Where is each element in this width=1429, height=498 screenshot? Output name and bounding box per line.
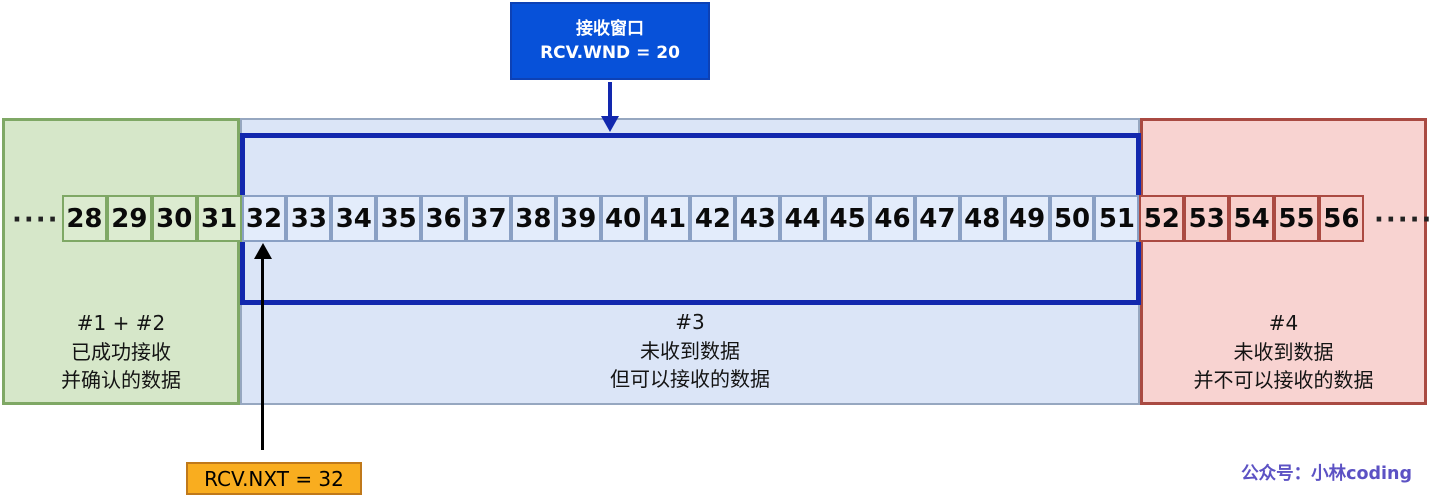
sequence-box-54: 54 [1229, 195, 1275, 242]
sequence-box-35: 35 [376, 195, 422, 242]
rcv-nxt-arrow-up-icon [261, 257, 264, 450]
sequence-box-55: 55 [1274, 195, 1319, 242]
sequence-box-40: 40 [600, 195, 646, 242]
sequence-box-41: 41 [645, 195, 691, 242]
region-receivable-label: #3 未收到数据 但可以接收的数据 [242, 308, 1138, 394]
sequence-box-29: 29 [106, 195, 152, 242]
sequence-box-51: 51 [1094, 195, 1140, 242]
sequence-box-50: 50 [1049, 195, 1095, 242]
sequence-box-39: 39 [555, 195, 601, 242]
region-label-line: 已成功接收 [71, 339, 171, 364]
sequence-box-43: 43 [735, 195, 781, 242]
sequence-box-48: 48 [959, 195, 1005, 242]
region-received-acked-label: #1 + #2 已成功接收 并确认的数据 [5, 309, 237, 395]
region-label-line: 但可以接收的数据 [610, 367, 770, 391]
sequence-box-52: 52 [1139, 195, 1185, 242]
region-label-line: 未收到数据 [640, 338, 740, 363]
sequence-box-56: 56 [1318, 195, 1364, 242]
sequence-box-32: 32 [241, 195, 287, 242]
sequence-box-42: 42 [690, 195, 736, 242]
window-arrow-down-head-icon [601, 116, 619, 132]
sequence-box-30: 30 [151, 195, 197, 242]
region-receivable: #3 未收到数据 但可以接收的数据 [240, 118, 1140, 405]
region-not-receivable: #4 未收到数据 并不可以接收的数据 [1140, 118, 1427, 405]
sequence-box-46: 46 [870, 195, 915, 242]
ellipsis-left: ····· [12, 205, 72, 235]
sequence-box-44: 44 [780, 195, 826, 242]
watermark: 公众号：小林coding [1241, 464, 1412, 484]
sequence-box-45: 45 [825, 195, 871, 242]
receive-window-title: 接收窗口 [576, 19, 644, 39]
region-label-line: 并不可以接收的数据 [1193, 368, 1374, 392]
sequence-box-53: 53 [1184, 195, 1230, 242]
region-label-line: #1 + #2 [76, 311, 166, 335]
sequence-box-36: 36 [421, 195, 467, 242]
receive-window-callout: 接收窗口 RCV.WND = 20 [510, 2, 710, 80]
region-received-acked: #1 + #2 已成功接收 并确认的数据 [2, 118, 240, 405]
sequence-box-34: 34 [331, 195, 377, 242]
receive-window-value: RCV.WND = 20 [540, 43, 680, 63]
rcv-nxt-label: RCV.NXT = 32 [186, 462, 362, 495]
region-label-line: 并确认的数据 [61, 368, 181, 392]
sequence-box-37: 37 [466, 195, 511, 242]
rcv-nxt-arrow-up-head-icon [254, 243, 272, 259]
sequence-box-28: 28 [62, 195, 107, 242]
sequence-box-33: 33 [286, 195, 332, 242]
region-label-line: #4 [1268, 311, 1299, 335]
window-arrow-down-icon [608, 82, 612, 118]
sequence-box-49: 49 [1004, 195, 1050, 242]
sequence-box-31: 31 [196, 195, 242, 242]
sequence-box-38: 38 [510, 195, 556, 242]
sequence-box-47: 47 [914, 195, 960, 242]
region-not-receivable-label: #4 未收到数据 并不可以接收的数据 [1143, 309, 1424, 395]
region-label-line: #3 [675, 310, 705, 334]
region-label-line: 未收到数据 [1233, 339, 1334, 364]
ellipsis-right: ····· [1374, 205, 1429, 235]
